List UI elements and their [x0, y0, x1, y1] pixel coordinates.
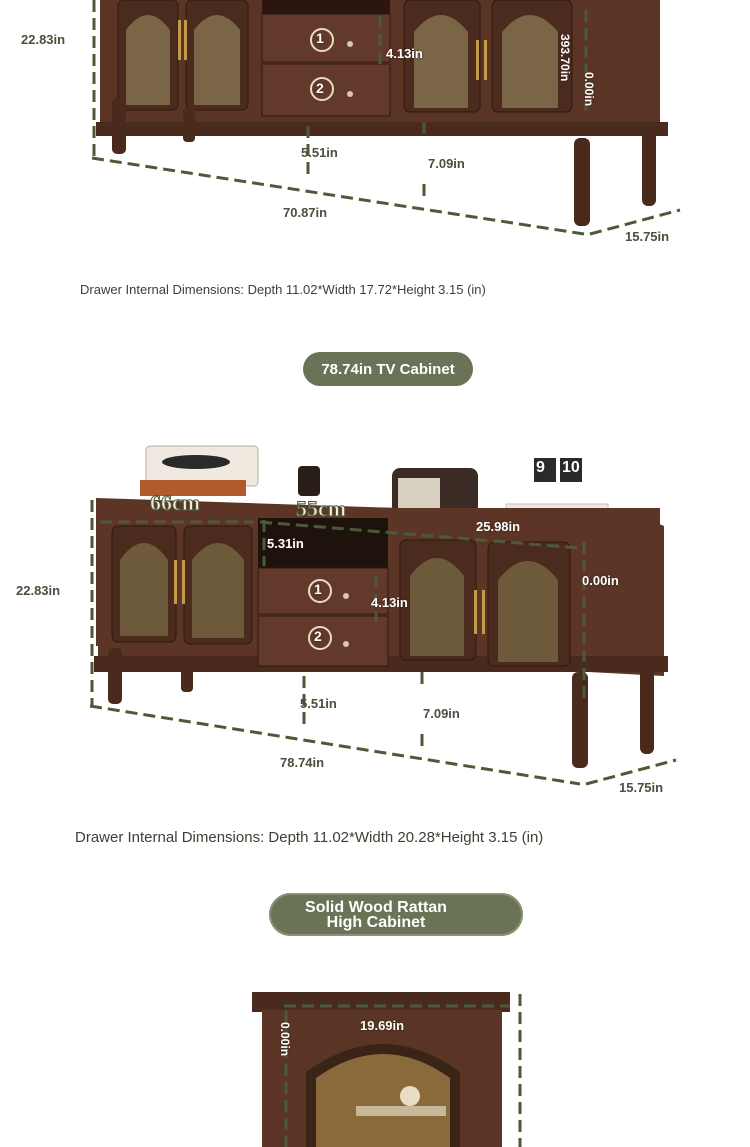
cabinet-1-leg-label: 5.51in [301, 145, 338, 160]
cabinet-1-dimension-lines [91, 0, 681, 236]
clock-digit-1: 9 [536, 459, 545, 476]
cabinet-2-glass [120, 543, 168, 636]
drawer-2-number: 2 [316, 80, 324, 96]
cabinet-2-leg [572, 672, 588, 768]
cabinet-3-shelf-item [356, 1106, 446, 1116]
cabinet-2-gap-label: 7.09in [423, 706, 460, 721]
cabinet-1-width-label: 70.87in [283, 205, 328, 220]
cabinet-2-width-label: 78.74in [280, 755, 325, 770]
high-cabinet-title-line2: High Cabinet [326, 913, 426, 931]
cabinet-1-inner-height-label: 393.70in [558, 34, 572, 82]
cabinet-1-section: 22.83in 4.13in 393.70in 0.00in 1 2 5.51i… [0, 0, 750, 320]
cabinet-2-top-width-label: 25.98in [476, 519, 521, 534]
cabinet-1-leg [574, 138, 590, 226]
cabinet-3-glass [316, 1054, 450, 1147]
cabinet-1-base [96, 122, 668, 136]
tv-cabinet-title-pill: 78.74in TV Cabinet [303, 352, 473, 386]
cabinet-1-glass [194, 15, 240, 105]
cabinet-2-glass [192, 543, 244, 638]
cabinet-1-gap-label: 7.09in [428, 156, 465, 171]
cabinet-2-illustration [89, 445, 677, 786]
cabinet-1-drawer-caption: Drawer Internal Dimensions: Depth 11.02*… [80, 282, 486, 297]
cabinet-2-height-label: 22.83in [16, 583, 61, 598]
tv-cabinet-title: 78.74in TV Cabinet [321, 360, 455, 378]
high-cabinet-title-line1: Solid Wood Rattan [305, 898, 447, 916]
drawer-2-number-circle [308, 626, 332, 650]
cabinet-1-glass [414, 15, 468, 108]
cabinet-1-leg [112, 98, 126, 154]
jar-decor [298, 466, 320, 496]
drawer-1-number: 1 [316, 30, 324, 46]
cabinet-2-handle [182, 560, 185, 604]
cabinet-2-handle [174, 560, 177, 604]
drawer-1-number: 1 [314, 581, 322, 597]
cabinet-2-drawer-caption: Drawer Internal Dimensions: Depth 11.02*… [75, 829, 544, 846]
cabinet-2-depth-label: 15.75in [619, 780, 664, 795]
cabinet-2-shelf-label: 5.31in [267, 536, 304, 551]
cabinet-2-glass [498, 561, 558, 662]
high-cabinet-title-pill: Solid Wood Rattan High Cabinet [269, 893, 523, 936]
cabinet-1-inner-height2-label: 0.00in [582, 72, 596, 107]
cabinet-3-top [252, 992, 510, 1012]
cabinet-1-drawer-height-label: 4.13in [386, 46, 423, 61]
books-decor [140, 480, 246, 496]
cabinet-2-mid-cm-label: 55cm [295, 496, 347, 522]
cabinet-2-drawer-height-label: 4.13in [371, 595, 408, 610]
cabinet-1-drawer-2 [261, 63, 391, 117]
drawer-1-number-circle [310, 28, 334, 52]
cabinet-1-glass [126, 15, 170, 105]
cabinet-2-leg [108, 648, 122, 704]
cabinet-1-glass [502, 15, 558, 108]
cabinet-2-drawer-1 [257, 567, 389, 615]
cabinet-1-height-label: 22.83in [21, 32, 66, 47]
cabinet-2-right-label: 0.00in [582, 573, 619, 588]
cabinet-1-illustration [91, 0, 681, 236]
cabinet-3-section: 19.69in 0.00in [0, 980, 750, 1147]
cabinet-3-width-label: 19.69in [360, 1018, 405, 1033]
clock-digit-2: 10 [562, 459, 580, 476]
cabinet-2-dimension-lines [89, 500, 677, 786]
cabinet-3-left-label: 0.00in [278, 1022, 292, 1057]
cabinet-3-dimension-lines [284, 994, 522, 1147]
cabinet-2-section: 22.83in 66cm 55cm 9 10 25.98in 5.31in 4.… [0, 430, 750, 870]
drawer-1-number-circle [308, 579, 332, 603]
drawer-2-number: 2 [314, 628, 322, 644]
clock-decor [534, 458, 556, 482]
cabinet-2-glass [410, 558, 464, 656]
cabinet-2-left-cm-label: 66cm [149, 490, 201, 516]
cabinet-2-drawer-2 [257, 615, 389, 667]
drawer-2-number-circle [310, 77, 334, 101]
cabinet-1-handle [184, 20, 187, 60]
cabinet-3-illustration [252, 992, 522, 1147]
cabinet-1-drawer-1 [261, 13, 391, 63]
cabinet-1-depth-label: 15.75in [625, 229, 670, 244]
cabinet-1-handle [178, 20, 181, 60]
cabinet-2-leg-label: 5.51in [300, 696, 337, 711]
